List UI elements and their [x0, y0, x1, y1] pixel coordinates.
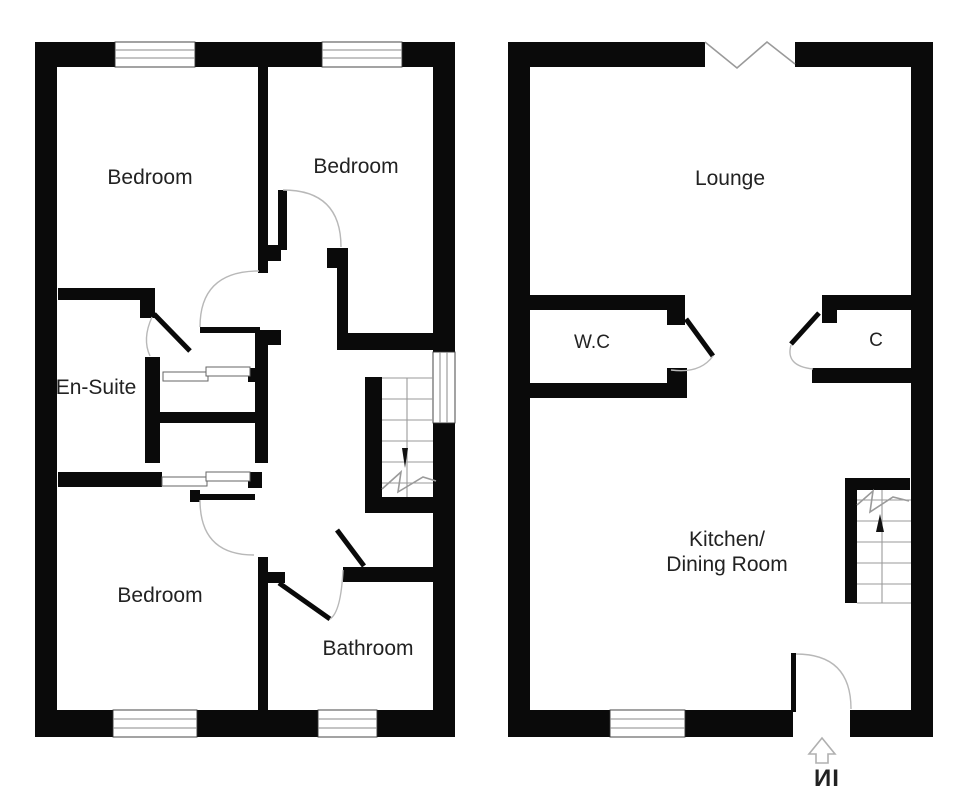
- wall-segment: [812, 368, 911, 383]
- entrance-arrow-icon: [807, 736, 837, 764]
- room-label-bedroom-top-left: Bedroom: [107, 166, 192, 189]
- wall-segment: [337, 248, 348, 350]
- door-wc: [670, 317, 716, 372]
- window: [321, 41, 403, 68]
- wall-segment: [258, 67, 268, 273]
- door-bathroom: [277, 569, 344, 622]
- wall-segment: [35, 710, 113, 737]
- room-label-bathroom: Bathroom: [322, 637, 413, 660]
- wall-segment: [348, 333, 433, 350]
- wall-segment: [155, 412, 257, 423]
- wall-segment: [530, 295, 685, 310]
- staircase-first-floor: [381, 377, 437, 497]
- window: [432, 351, 456, 424]
- wall-segment: [845, 478, 910, 490]
- wall-segment: [268, 572, 285, 583]
- cupboard-sliding-doors: [161, 366, 251, 487]
- door-entrance: [791, 653, 852, 712]
- wall-segment: [197, 710, 318, 737]
- wall-segment: [248, 368, 260, 382]
- first-floor-walls: [35, 42, 455, 737]
- wall-segment: [365, 377, 382, 513]
- wall-segment: [795, 42, 933, 67]
- room-label-kitchen-line1: Kitchen/: [689, 528, 765, 551]
- staircase-ground-floor: [856, 488, 911, 604]
- ground-floor-plan: ИI Lounge W.C C Kitchen/ Dining Room: [508, 40, 933, 788]
- stairs-up-arrow-icon: [876, 514, 884, 532]
- room-label-bedroom-top-right: Bedroom: [313, 155, 398, 178]
- wall-segment: [667, 295, 685, 325]
- wall-segment: [268, 330, 281, 345]
- window: [112, 709, 198, 738]
- wall-segment: [140, 288, 155, 318]
- wall-segment: [35, 42, 57, 737]
- wall-segment: [145, 357, 160, 463]
- wall-segment: [911, 42, 933, 737]
- wall-segment: [258, 557, 268, 710]
- wall-segment: [195, 42, 322, 67]
- window: [609, 709, 686, 738]
- wall-segment: [190, 490, 200, 502]
- wall-segment: [508, 42, 530, 737]
- room-label-wc: W.C: [574, 332, 610, 353]
- door-bedroom-top-right: [278, 189, 342, 250]
- room-label-lounge: Lounge: [695, 167, 765, 190]
- wall-segment: [822, 295, 911, 310]
- wall-segment: [343, 567, 433, 582]
- window: [114, 41, 196, 68]
- door-cupboard: [789, 311, 821, 370]
- room-label-en-suite: En-Suite: [56, 376, 137, 399]
- wall-segment: [508, 42, 705, 67]
- wall-segment: [845, 478, 857, 603]
- room-label-cupboard: C: [869, 330, 883, 351]
- door-under-stairs: [335, 528, 366, 568]
- window: [317, 709, 378, 738]
- wall-segment: [58, 472, 162, 487]
- wall-segment: [433, 423, 455, 737]
- wall-segment: [377, 710, 455, 737]
- wall-segment: [667, 368, 687, 398]
- wall-segment: [365, 497, 437, 513]
- wall-segment: [508, 710, 610, 737]
- wall-segment: [685, 710, 793, 737]
- door-bedroom-bottom: [199, 494, 255, 556]
- ground-floor-walls: [508, 42, 933, 737]
- door-landing: [199, 270, 260, 333]
- wall-segment: [530, 383, 687, 398]
- wall-segment: [822, 295, 837, 323]
- wall-segment: [433, 42, 455, 352]
- wall-segment: [850, 710, 933, 737]
- wall-break-zigzag: [704, 40, 796, 70]
- wall-segment: [255, 330, 268, 463]
- room-label-kitchen-line2: Dining Room: [666, 553, 787, 576]
- stairs-down-arrow-icon: [402, 448, 408, 468]
- wall-segment: [248, 472, 262, 488]
- entrance-label: ИI: [814, 765, 840, 788]
- door-en-suite: [145, 312, 192, 357]
- first-floor-plan: Bedroom Bedroom En-Suite Bedroom Bathroo…: [35, 41, 456, 738]
- room-label-bedroom-bottom: Bedroom: [117, 584, 202, 607]
- wall-segment: [268, 245, 281, 261]
- wall-segment: [58, 288, 155, 300]
